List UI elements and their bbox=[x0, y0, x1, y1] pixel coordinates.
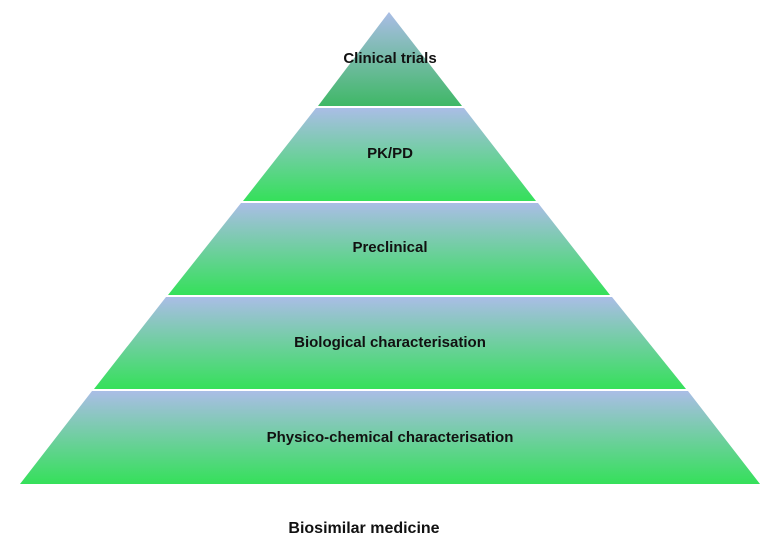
tier-shape bbox=[20, 391, 760, 484]
tier-shape bbox=[243, 108, 536, 201]
pyramid-tier-pk-pd: PK/PD bbox=[243, 108, 536, 201]
pyramid-tier-biological-characterisation: Biological characterisation bbox=[94, 297, 686, 389]
tier-label: Clinical trials bbox=[343, 50, 436, 67]
tier-shape bbox=[318, 12, 462, 106]
tier-label: Biological characterisation bbox=[294, 334, 486, 351]
pyramid-tier-physico-chemical-characterisation: Physico-chemical characterisation bbox=[20, 391, 760, 484]
tier-label: PK/PD bbox=[367, 145, 413, 162]
pyramid-tier-clinical-trials: Clinical trials bbox=[318, 12, 462, 106]
tier-label: Preclinical bbox=[352, 239, 427, 256]
tier-shape bbox=[168, 203, 610, 295]
diagram-caption: Biosimilar medicine bbox=[288, 520, 440, 537]
tier-shape bbox=[94, 297, 686, 389]
pyramid-tier-preclinical: Preclinical bbox=[168, 203, 610, 295]
tier-label: Physico-chemical characterisation bbox=[267, 429, 514, 446]
